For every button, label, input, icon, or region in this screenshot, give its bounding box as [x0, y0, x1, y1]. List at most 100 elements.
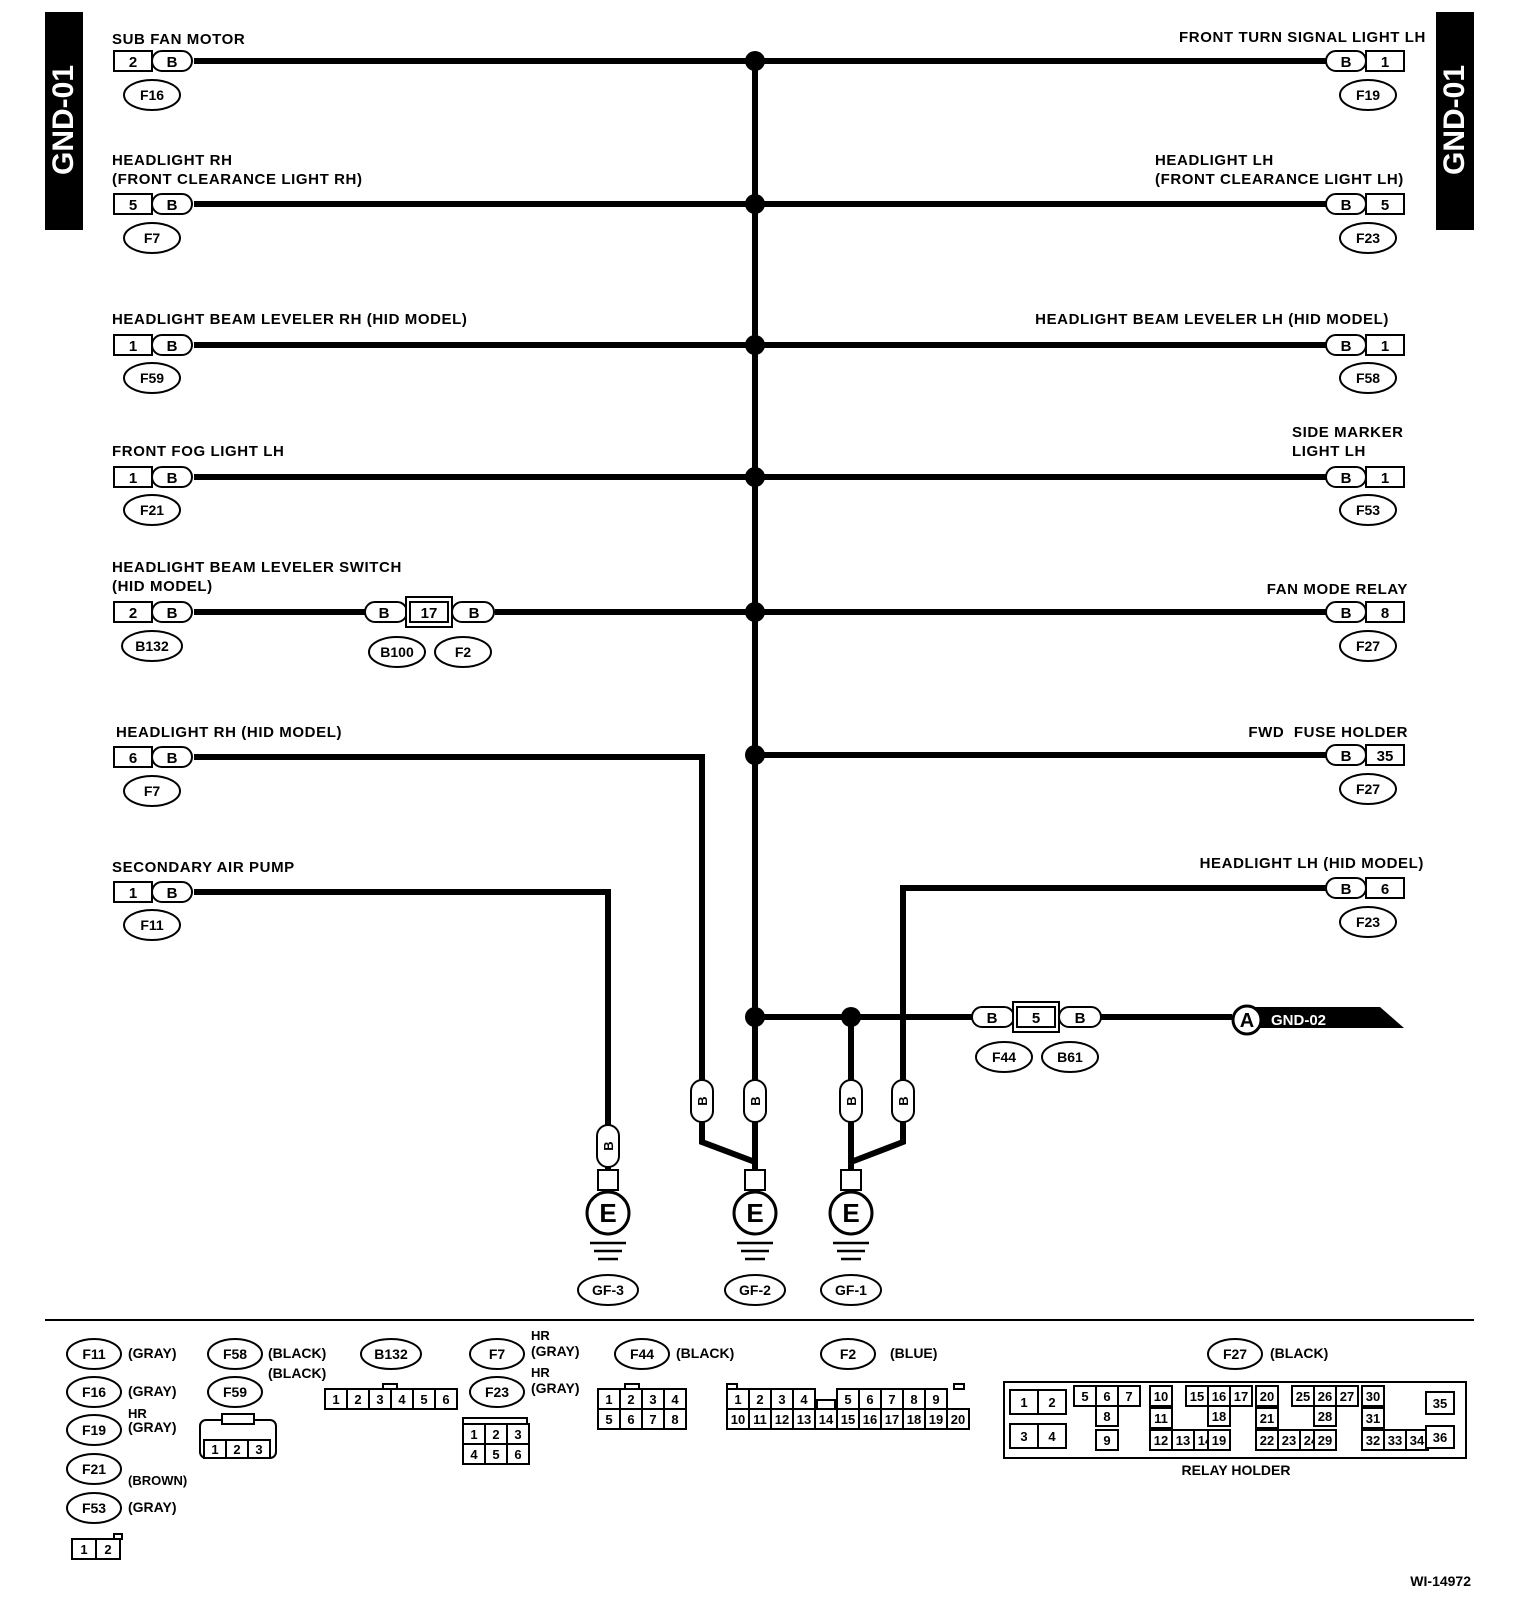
grid-pin: 16 — [863, 1412, 877, 1427]
legend-code: F7 — [489, 1346, 506, 1362]
wire-color: B — [1341, 470, 1352, 487]
ground-code: GF-2 — [739, 1282, 771, 1298]
grid-pin: 17 — [1234, 1389, 1248, 1404]
grid-pin: 3 — [1020, 1429, 1027, 1444]
grid-pin: 27 — [1340, 1389, 1354, 1404]
grid-pin: 11 — [1154, 1411, 1168, 1426]
wire-color: B — [987, 1010, 998, 1027]
pin-number: 1 — [129, 470, 137, 487]
b132-grid: 1 2 3 4 5 6 — [324, 1388, 458, 1410]
grid-pin: 3 — [255, 1442, 262, 1457]
right-connector-4: SIDE MARKER LIGHT LH B 1 F53 — [755, 424, 1405, 526]
legend-code: F23 — [485, 1384, 509, 1400]
wire-color: B — [896, 1096, 911, 1105]
connector-code: F7 — [144, 783, 161, 799]
left-connector-5: HEADLIGHT BEAM LEVELER SWITCH (HID MODEL… — [112, 559, 765, 662]
splice-dot — [745, 745, 765, 765]
grid-pin: 8 — [910, 1392, 917, 1407]
legend-color: (BLACK) — [268, 1345, 326, 1361]
grid-pin: 1 — [1020, 1395, 1027, 1410]
splice-dot — [841, 1007, 861, 1027]
grid-pin: 3 — [649, 1392, 656, 1407]
grid-pin: 36 — [1433, 1430, 1447, 1445]
connector-code: F19 — [1356, 87, 1380, 103]
splice-dot — [745, 1007, 765, 1027]
grid-pin: 32 — [1366, 1433, 1380, 1448]
legend-code: F44 — [630, 1346, 654, 1362]
connector-code: F11 — [140, 917, 164, 933]
legend-color: (GRAY) — [128, 1419, 177, 1435]
ground-symbol: E — [842, 1198, 859, 1228]
grid-pin: 10 — [731, 1412, 745, 1427]
legend-color: (BLACK) — [268, 1365, 326, 1381]
grid-pin: 15 — [841, 1412, 855, 1427]
legend-hr: HR — [531, 1365, 550, 1380]
grid-pin: 5 — [1081, 1389, 1088, 1404]
grid-pin: 1 — [80, 1542, 87, 1557]
legend-color: (GRAY) — [531, 1380, 580, 1396]
wire-color: B — [1341, 197, 1352, 214]
grid-pin: 1 — [734, 1392, 741, 1407]
pin-number: 1 — [1381, 338, 1389, 355]
grid-pin: 2 — [756, 1392, 763, 1407]
grid-pin: 6 — [514, 1447, 521, 1462]
connector-code: F23 — [1356, 230, 1380, 246]
connector-title: HEADLIGHT LH (HID MODEL) — [1200, 855, 1424, 872]
right-connector-1: FRONT TURN SIGNAL LIGHT LH B 1 F19 — [755, 29, 1425, 111]
terminal-b-gf3: B — [596, 1124, 620, 1176]
grid-pin: 2 — [233, 1442, 240, 1457]
wire-color: B — [844, 1096, 859, 1105]
grid-pin: 25 — [1296, 1389, 1310, 1404]
connector-code: F21 — [140, 502, 164, 518]
wire-color: B — [1341, 881, 1352, 898]
inline-connector-1: B 17 B B100 F2 — [364, 596, 495, 668]
grid-pin: 19 — [1212, 1433, 1226, 1448]
legend-code: B132 — [374, 1346, 408, 1362]
ground-symbol: E — [599, 1198, 616, 1228]
grid-pin: 17 — [885, 1412, 899, 1427]
page-tag-right-text: GND-01 — [1438, 65, 1471, 175]
connector-code: F2 — [455, 644, 472, 660]
ground-gf3: E GF-3 — [577, 1169, 639, 1306]
offpage-connector: A GND-02 — [1231, 1004, 1404, 1036]
pin-number: 35 — [1377, 748, 1394, 765]
grid-pin: 6 — [1103, 1389, 1110, 1404]
grid-pin: 5 — [420, 1392, 427, 1407]
grid-pin: 13 — [1176, 1433, 1190, 1448]
grid-pin: 9 — [1103, 1433, 1110, 1448]
grid-pin: 7 — [1125, 1389, 1132, 1404]
legend-color: (BLACK) — [676, 1345, 734, 1361]
grid-pin: 12 — [775, 1412, 789, 1427]
legend-color: (BROWN) — [128, 1473, 187, 1488]
connector-code: F27 — [1356, 781, 1380, 797]
grid-pin: 4 — [800, 1392, 808, 1407]
connector-title: SECONDARY AIR PUMP — [112, 859, 295, 876]
connector-title: HEADLIGHT BEAM LEVELER SWITCH — [112, 559, 402, 576]
pin-number: 8 — [1381, 605, 1389, 622]
connector-legend: F11 (GRAY) F16 (GRAY) F19 HR (GRAY) F21 … — [66, 1328, 1467, 1560]
grid-pin: 7 — [888, 1392, 895, 1407]
right-connector-3: HEADLIGHT BEAM LEVELER LH (HID MODEL) B … — [755, 311, 1405, 394]
grid-pin: 10 — [1154, 1389, 1168, 1404]
grid-pin: 21 — [1260, 1411, 1274, 1426]
left-connector-7: SECONDARY AIR PUMP 1 B F11 — [112, 859, 611, 1125]
legend-code: F27 — [1223, 1346, 1247, 1362]
legend-hr: HR — [531, 1328, 550, 1343]
grid-pin: 5 — [844, 1392, 851, 1407]
pin-number: 6 — [1381, 881, 1389, 898]
connector-title: HEADLIGHT RH (HID MODEL) — [116, 724, 342, 741]
grid-pin: 4 — [470, 1447, 478, 1462]
right-connector-6: FWD FUSE HOLDER B 35 F27 — [745, 724, 1407, 805]
legend-color: (BLUE) — [890, 1345, 937, 1361]
legend-code: F2 — [840, 1346, 857, 1362]
grid-pin: 6 — [627, 1412, 634, 1427]
grid-pin: 1 — [605, 1392, 612, 1407]
connector-code-oval — [123, 79, 181, 111]
pin-number: 1 — [1381, 54, 1389, 71]
ground-code: GF-1 — [835, 1282, 867, 1298]
grid-pin: 1 — [470, 1427, 477, 1442]
connector-title: FRONT FOG LIGHT LH — [112, 443, 284, 460]
ground-gf1: E GF-1 — [820, 1169, 882, 1306]
pin-number: 1 — [129, 885, 137, 902]
